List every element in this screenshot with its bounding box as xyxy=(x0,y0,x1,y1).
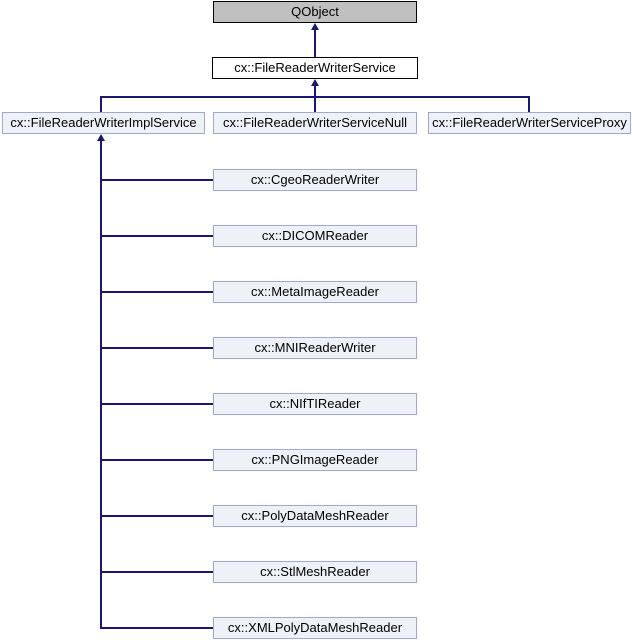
edge-connector-stlmesh xyxy=(100,571,213,573)
class-node-qobject: QObject xyxy=(213,1,417,23)
edge-connector-xmlpolydatamesh xyxy=(100,627,213,629)
edge-spine-implservice-children xyxy=(100,140,102,629)
inheritance-arrowhead-icon xyxy=(311,79,319,86)
edge-service-to-qobject xyxy=(314,29,316,57)
class-node-metaimagereader[interactable]: cx::MetaImageReader xyxy=(213,281,417,303)
edge-connector-dicom xyxy=(100,235,213,237)
class-node-filereaderwriterimplservice[interactable]: cx::FileReaderWriterImplService xyxy=(2,112,205,134)
inheritance-arrowhead-icon xyxy=(97,134,105,141)
edge-children-to-service xyxy=(314,85,316,98)
edge-drop-implservice xyxy=(100,96,102,112)
class-node-dicomreader[interactable]: cx::DICOMReader xyxy=(213,225,417,247)
class-node-polydatameshreader[interactable]: cx::PolyDataMeshReader xyxy=(213,505,417,527)
class-node-cgeoreaderwriter[interactable]: cx::CgeoReaderWriter xyxy=(213,169,417,191)
class-node-filereaderwriterservicenull[interactable]: cx::FileReaderWriterServiceNull xyxy=(213,112,417,134)
edge-connector-mni xyxy=(100,347,213,349)
class-node-filereaderwriterservice: cx::FileReaderWriterService xyxy=(212,57,418,79)
edge-connector-metaimage xyxy=(100,291,213,293)
class-node-stlmeshreader[interactable]: cx::StlMeshReader xyxy=(213,561,417,583)
edge-drop-serviceproxy xyxy=(528,96,530,112)
edge-connector-nifti xyxy=(100,403,213,405)
class-node-mnireaderwriter[interactable]: cx::MNIReaderWriter xyxy=(213,337,417,359)
class-node-filereaderwriterserviceproxy[interactable]: cx::FileReaderWriterServiceProxy xyxy=(428,112,631,134)
edge-connector-cgeo xyxy=(100,179,213,181)
edge-connector-png xyxy=(100,459,213,461)
class-node-pngimagereader[interactable]: cx::PNGImageReader xyxy=(213,449,417,471)
inheritance-arrowhead-icon xyxy=(311,23,319,30)
class-node-niftireader[interactable]: cx::NIfTIReader xyxy=(213,393,417,415)
edge-connector-polydatamesh xyxy=(100,515,213,517)
class-node-xmlpolydatameshreader[interactable]: cx::XMLPolyDataMeshReader xyxy=(213,617,417,639)
edge-drop-servicenull xyxy=(314,96,316,112)
